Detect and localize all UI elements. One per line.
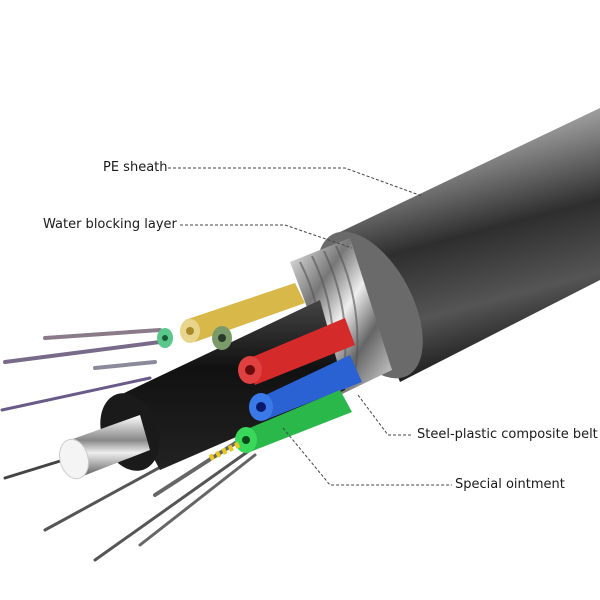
loose-tubes [157,283,362,461]
label-water-blocking-layer: Water blocking layer [43,217,177,232]
leader-special-ointment [282,427,452,486]
label-special-ointment: Special ointment [455,477,565,492]
leader-water-blocking [180,224,353,249]
leader-lines [168,167,452,486]
leader-pe-sheath [168,167,423,197]
leader-steel-belt [357,394,413,436]
label-steel-plastic-composite-belt: Steel-plastic composite belt [417,427,598,442]
label-pe-sheath: PE sheath [103,160,168,175]
